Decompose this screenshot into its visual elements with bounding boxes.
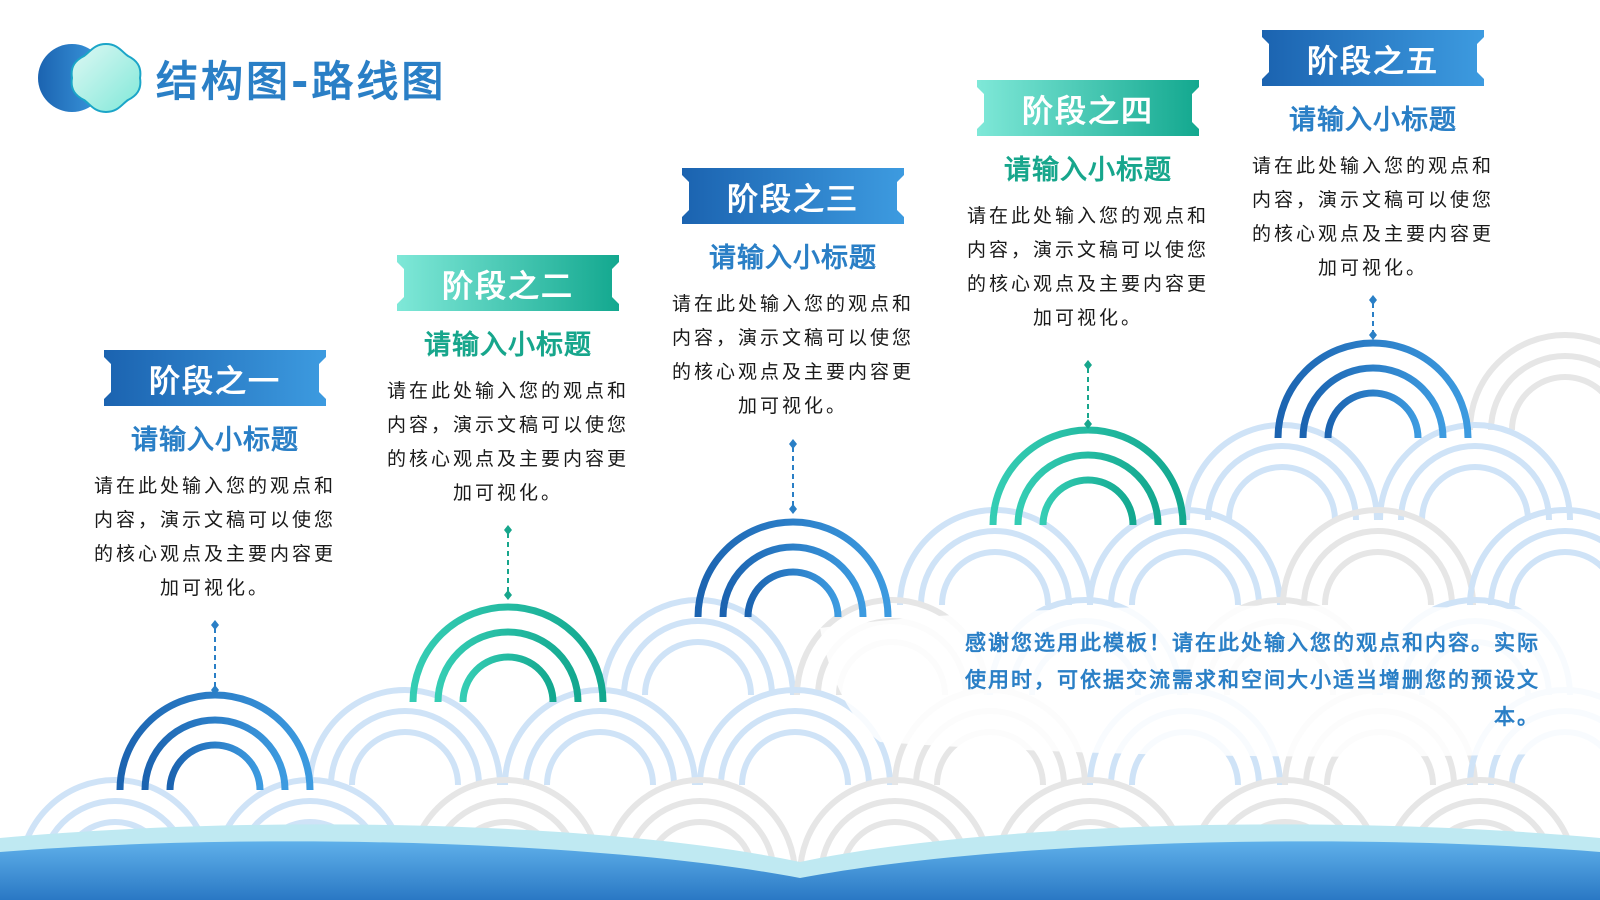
stage-5-label: 阶段之五 — [1307, 43, 1439, 80]
stage-1-body: 请在此处输入您的观点和内容，演示文稿可以使您的核心观点及主要内容更加可视化。 — [93, 475, 336, 599]
wave-row-1 — [1187, 425, 1570, 520]
wave-row-2 — [900, 510, 1600, 605]
stage-5-arc — [1274, 339, 1472, 439]
stage-2: 阶段之二 请输入小标题 请在此处输入您的观点和内容，演示文稿可以使您的核心观点及… — [378, 255, 638, 510]
stage-3-label: 阶段之三 — [727, 181, 859, 218]
stage-4-label: 阶段之四 — [1022, 93, 1154, 130]
stage-5-connector — [1369, 295, 1377, 340]
stage-4: 阶段之四 请输入小标题 请在此处输入您的观点和内容，演示文稿可以使您的核心观点及… — [958, 80, 1218, 335]
header: 结构图-路线图 — [36, 40, 446, 116]
logo-icon — [36, 40, 144, 116]
stage-2-label: 阶段之二 — [442, 268, 574, 305]
book-base — [0, 824, 1600, 900]
stage-1-connector — [211, 620, 219, 695]
stage-2-subtitle: 请输入小标题 — [424, 330, 592, 361]
stage-1-arc — [116, 691, 314, 791]
stage-4-connector — [1084, 360, 1092, 429]
stage-1-label: 阶段之一 — [149, 363, 281, 400]
stage-5-banner: 阶段之五 — [1262, 30, 1484, 86]
wave-row-top — [1470, 335, 1600, 430]
stage-1-subtitle: 请输入小标题 — [131, 425, 299, 456]
stage-2-banner: 阶段之二 — [397, 255, 619, 311]
stage-5-body: 请在此处输入您的观点和内容，演示文稿可以使您的核心观点及主要内容更加可视化。 — [1251, 155, 1494, 279]
stage-2-arc — [409, 603, 607, 703]
stage-3-body: 请在此处输入您的观点和内容，演示文稿可以使您的核心观点及主要内容更加可视化。 — [671, 293, 914, 417]
stage-3-subtitle: 请输入小标题 — [709, 243, 877, 274]
stage-3: 阶段之三 请输入小标题 请在此处输入您的观点和内容，演示文稿可以使您的核心观点及… — [663, 168, 923, 423]
stage-3-banner: 阶段之三 — [682, 168, 904, 224]
stage-3-connector — [789, 439, 797, 514]
stage-5: 阶段之五 请输入小标题 请在此处输入您的观点和内容，演示文稿可以使您的核心观点及… — [1243, 30, 1503, 285]
stage-4-banner: 阶段之四 — [977, 80, 1199, 136]
stage-4-subtitle: 请输入小标题 — [1004, 155, 1172, 186]
stage-3-arc — [694, 518, 892, 618]
stage-2-body: 请在此处输入您的观点和内容，演示文稿可以使您的核心观点及主要内容更加可视化。 — [386, 380, 629, 504]
stage-4-body: 请在此处输入您的观点和内容，演示文稿可以使您的核心观点及主要内容更加可视化。 — [966, 205, 1209, 329]
stage-5-subtitle: 请输入小标题 — [1289, 105, 1457, 136]
stage-1-banner: 阶段之一 — [104, 350, 326, 406]
footer-note: 感谢您选用此模板！请在此处输入您的观点和内容。实际使用时，可依据交流需求和空间大… — [965, 631, 1540, 729]
stage-1: 阶段之一 请输入小标题 请在此处输入您的观点和内容，演示文稿可以使您的核心观点及… — [85, 350, 345, 605]
stage-2-connector — [504, 525, 512, 600]
brush-stroke — [820, 605, 1600, 757]
page-title: 结构图-路线图 — [156, 56, 447, 106]
stage-4-arc — [989, 426, 1187, 526]
